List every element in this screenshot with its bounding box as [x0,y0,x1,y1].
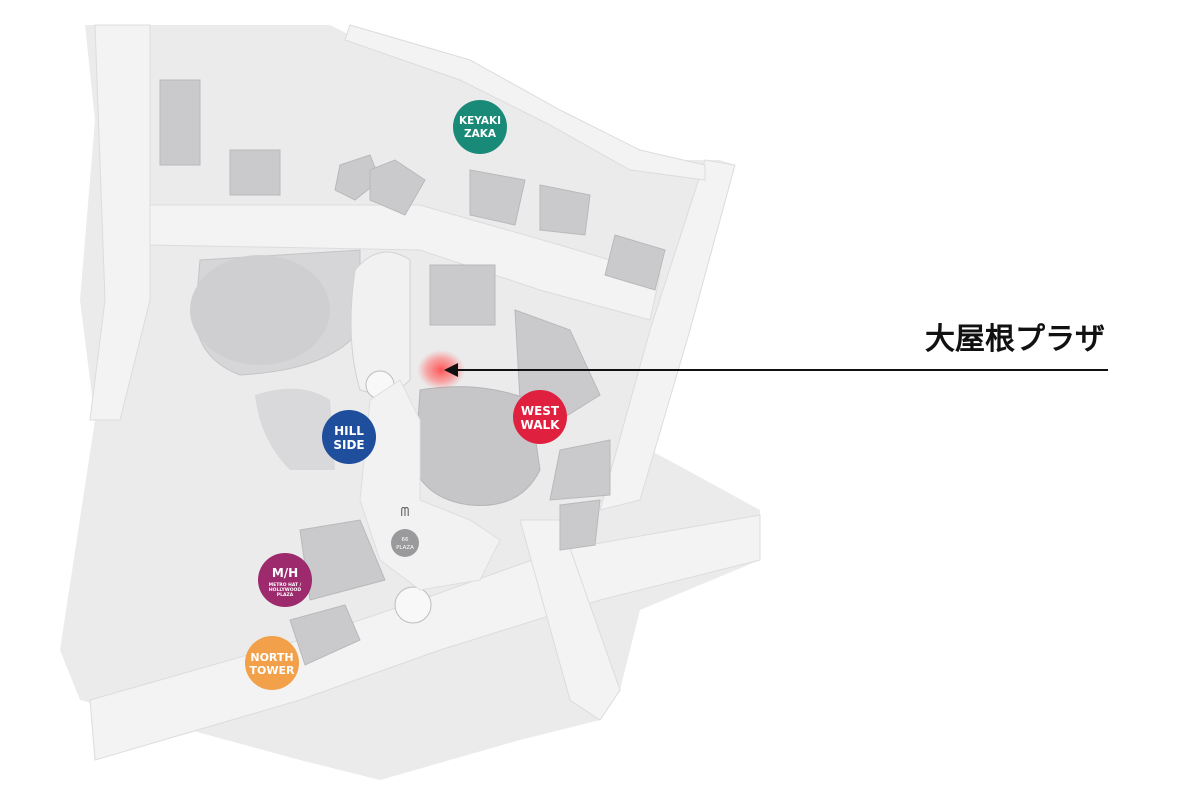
marker-mh-line1: M/H [272,566,298,580]
oyane-plaza-label: 大屋根プラザ [925,322,1105,357]
marker-mh-sub1: METRO HAT / [269,582,302,588]
marker-northtower-line2: TOWER [250,664,296,677]
marker-hillside-circle[interactable] [322,410,376,464]
marker-hillside[interactable]: HILL SIDE [322,410,376,464]
marker-mh-sub3: PLAZA [277,592,294,598]
marker-hillside-line2: SIDE [333,438,364,452]
plaza66-marker[interactable]: 66 PLAZA [391,529,419,557]
plaza66-circle[interactable] [391,529,419,557]
marker-mh-sub2: HOLLYWOOD [269,587,301,593]
marker-mh-circle[interactable] [258,553,312,607]
marker-westwalk-line2: WALK [521,418,561,432]
central-tower [414,386,541,507]
marker-keyakizaka[interactable]: KEYAKI ZAKA [453,100,507,154]
marker-westwalk[interactable]: WEST WALK [513,390,567,444]
marker-westwalk-circle[interactable] [513,390,567,444]
marker-keyakizaka-line1: KEYAKI [459,115,501,127]
statue-icon: ᗰ [401,505,410,519]
callout-arrowhead [444,363,458,377]
plaza66-line2: PLAZA [396,545,414,551]
south-rotunda [394,586,432,624]
marker-northtower-line1: NORTH [250,651,293,664]
marker-mh[interactable]: M/H METRO HAT / HOLLYWOOD PLAZA [258,553,312,607]
marker-keyakizaka-line2: ZAKA [464,128,497,140]
marker-northtower-circle[interactable] [245,636,299,690]
oyane-plaza-highlight [417,350,465,390]
marker-hillside-line1: HILL [334,424,364,438]
marker-westwalk-line1: WEST [521,404,560,418]
garden [255,388,335,470]
plaza66-line1: 66 [402,537,409,543]
roads [89,24,761,761]
marker-keyakizaka-circle[interactable] [453,100,507,154]
marker-northtower[interactable]: NORTH TOWER [245,636,299,690]
